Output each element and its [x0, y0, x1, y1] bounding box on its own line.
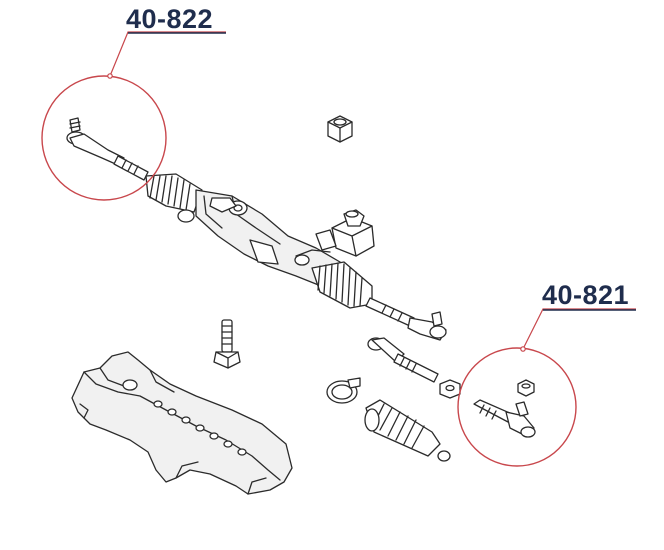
- leader-line-40-822: [109, 31, 226, 77]
- leader-line-40-821: [522, 308, 636, 350]
- tie-rod-end-left: [66, 117, 149, 181]
- subframe-crossmember: [71, 351, 293, 495]
- hex-nut-top: [327, 115, 353, 143]
- hex-nut-small: [439, 379, 461, 399]
- mounting-bolt: [213, 319, 241, 369]
- callout-40-822: [41, 31, 226, 201]
- hose-clamp: [326, 377, 361, 404]
- inner-tie-rod: [367, 337, 439, 383]
- tie-rod-end-right: [473, 379, 536, 438]
- part-number-label-left: 40-822: [126, 4, 214, 34]
- callout-circle-40-821: [457, 347, 577, 467]
- callout-40-821: [457, 308, 636, 467]
- callout-circle-40-822: [41, 75, 167, 201]
- steering-rack: [145, 173, 447, 341]
- bellows-boot: [364, 399, 451, 462]
- part-number-label-right: 40-821: [542, 280, 630, 310]
